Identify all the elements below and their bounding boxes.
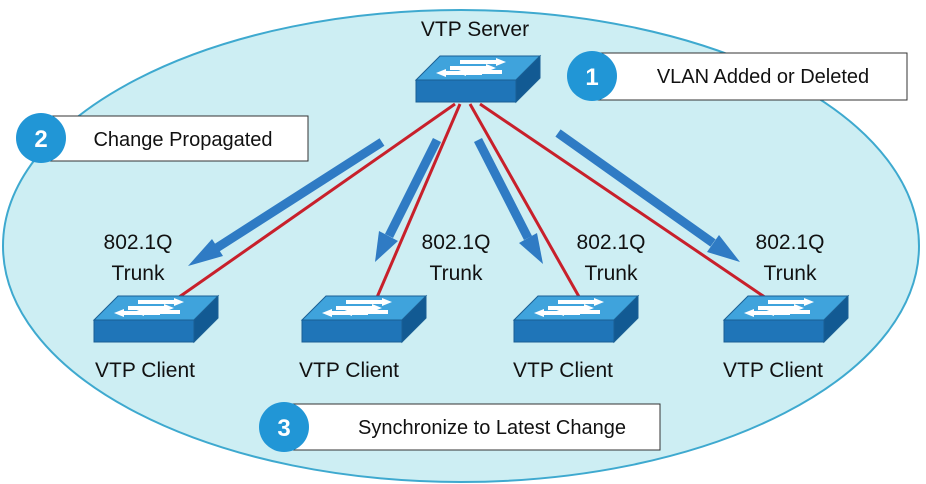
step-1-box [597, 52, 908, 101]
client-label: VTP Client [723, 359, 823, 382]
trunk-labels: 802.1Q Trunk 802.1Q Trunk 802.1Q Trunk 8… [104, 231, 825, 285]
trunk-label-1-line1: 802.1Q [104, 231, 173, 254]
network-switch-icon [93, 295, 219, 343]
trunk-label-2-line2: Trunk [430, 262, 483, 285]
network-switch-icon [301, 295, 427, 343]
vtp-server: VTP Server [415, 18, 541, 103]
propagation-arrow-3 [473, 137, 543, 264]
trunk-links [171, 102, 773, 304]
client-label: VTP Client [513, 359, 613, 382]
step-1-callout: 1 VLAN Added or Deleted [567, 51, 908, 101]
trunk-link-1 [171, 102, 456, 304]
trunk-label-4-line1: 802.1Q [756, 231, 825, 254]
step-3-number: 3 [277, 415, 290, 442]
network-switch-icon [723, 295, 849, 343]
client-label: VTP Client [95, 359, 195, 382]
trunk-label-3-line2: Trunk [585, 262, 638, 285]
vtp-client-3: VTP Client [513, 295, 639, 382]
propagation-arrow-4 [555, 129, 740, 262]
step-2-callout: 2 Change Propagated [16, 113, 309, 163]
step-3-badge [259, 402, 309, 452]
server-label: VTP Server [421, 18, 529, 41]
trunk-link-3 [468, 103, 584, 303]
step-3-text: Synchronize to Latest Change [358, 417, 626, 439]
step-2-number: 2 [34, 126, 47, 153]
trunk-label-3-line1: 802.1Q [577, 231, 646, 254]
step-3-callout: 3 Synchronize to Latest Change [259, 402, 661, 452]
trunk-link-2 [373, 103, 462, 303]
vtp-client-2: VTP Client [299, 295, 427, 382]
trunk-label-2-line1: 802.1Q [422, 231, 491, 254]
client-label: VTP Client [299, 359, 399, 382]
vtp-client-1: VTP Client [93, 295, 219, 382]
trunk-link-4 [479, 102, 773, 304]
step-3-box [291, 403, 661, 451]
trunk-label-1-line2: Trunk [112, 262, 165, 285]
propagation-arrow-1 [188, 138, 385, 266]
step-1-badge [567, 51, 617, 101]
propagation-arrow-2 [375, 137, 442, 262]
network-switch-icon [415, 55, 541, 103]
trunk-label-4-line2: Trunk [764, 262, 817, 285]
vtp-client-4: VTP Client [723, 295, 849, 382]
network-switch-icon [513, 295, 639, 343]
propagation-arrows [188, 129, 740, 266]
step-2-badge [16, 113, 66, 163]
step-2-text: Change Propagated [93, 129, 272, 151]
step-2-box [43, 115, 309, 162]
step-1-number: 1 [585, 64, 598, 91]
step-1-text: VLAN Added or Deleted [657, 66, 869, 88]
